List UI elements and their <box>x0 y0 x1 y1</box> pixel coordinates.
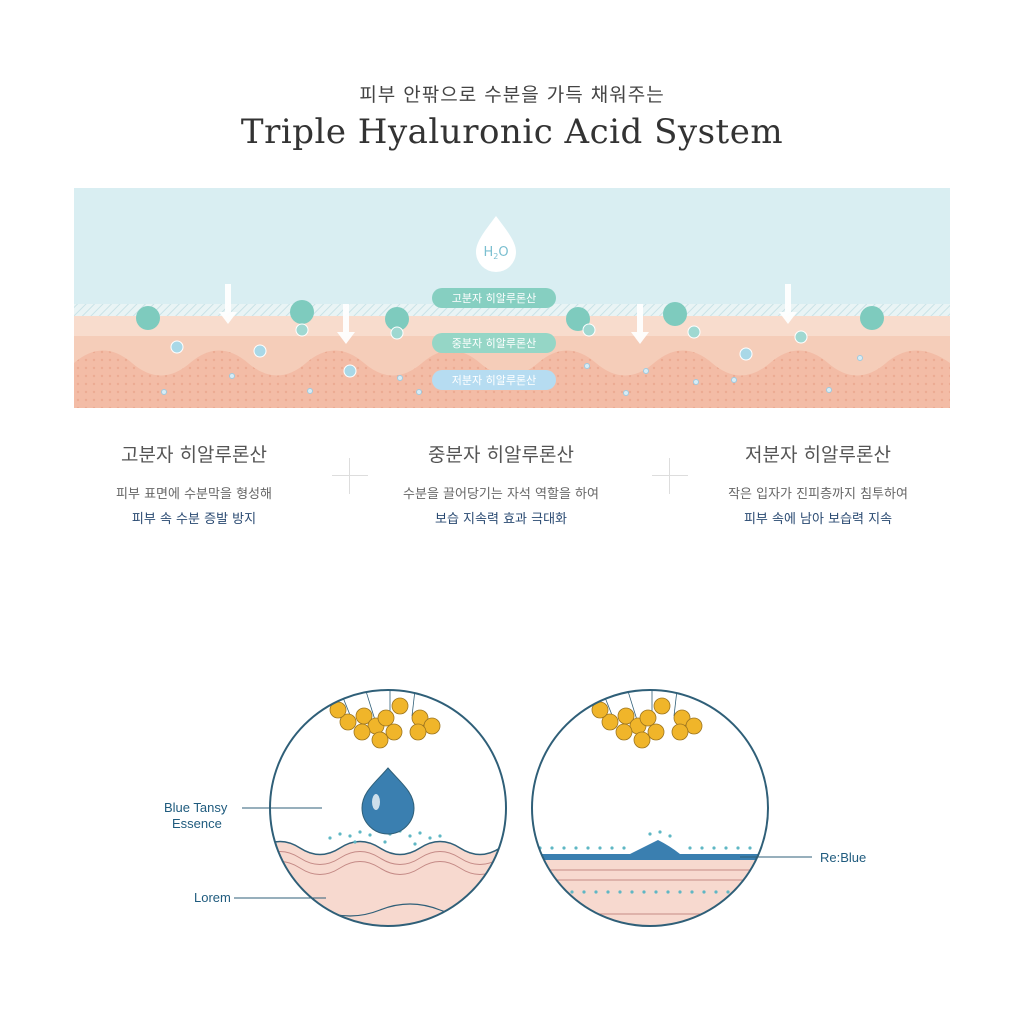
right-circle-content <box>532 690 768 926</box>
tansy-flower-icons <box>329 690 441 749</box>
essence-drop-icon <box>361 767 415 835</box>
essence-illustration <box>234 689 812 927</box>
svg-text:H2O: H2O <box>483 245 508 261</box>
column-desc: 수분을 끌어당기는 자석 역할을 하여 <box>403 487 599 502</box>
plus-divider-icon <box>332 458 368 494</box>
down-arrow-icons <box>219 284 797 344</box>
label-reblue: Re:Blue <box>820 850 867 865</box>
header-subtitle: 피부 안팎으로 수분을 가득 채워주는 <box>359 84 665 106</box>
mid-low-molecules <box>170 340 753 378</box>
label-low-mw: 저분자 히알루론산 <box>432 370 556 390</box>
column-low-mw: 저분자 히알루론산 작은 입자가 진피층까지 침투하여 피부 속에 남아 보습력… <box>668 440 968 527</box>
column-high-mw: 고분자 히알루론산 피부 표면에 수분막을 형성해 피부 속 수분 증발 방지 <box>44 440 344 527</box>
column-heading: 고분자 히알루론산 <box>121 444 267 466</box>
label-high-mw: 고분자 히알루론산 <box>432 288 556 308</box>
water-drop-icon <box>476 216 516 272</box>
column-highlight: 보습 지속력 효과 극대화 <box>435 512 567 527</box>
mid-mw-molecules <box>295 323 808 344</box>
column-heading: 저분자 히알루론산 <box>745 444 891 466</box>
plus-divider-icon <box>652 458 688 494</box>
tansy-flower-icons <box>591 690 703 749</box>
left-circle-content <box>270 690 506 926</box>
column-desc: 작은 입자가 진피층까지 침투하여 <box>728 487 908 502</box>
label-mid-mw: 중분자 히알루론산 <box>432 333 556 353</box>
column-mid-mw: 중분자 히알루론산 수분을 끌어당기는 자석 역할을 하여 보습 지속력 효과 … <box>351 440 651 527</box>
page-title: Triple Hyaluronic Acid System <box>240 112 784 152</box>
column-highlight: 피부 속 수분 증발 방지 <box>131 512 257 527</box>
svg-text:고분자 히알루론산: 고분자 히알루론산 <box>452 291 536 305</box>
label-lorem: Lorem <box>194 890 231 905</box>
svg-text:저분자 히알루론산: 저분자 히알루론산 <box>452 373 536 387</box>
high-mw-molecules <box>136 300 884 331</box>
column-heading: 중분자 히알루론산 <box>428 444 574 466</box>
svg-text:중분자 히알루론산: 중분자 히알루론산 <box>452 336 536 350</box>
label-blue-tansy-essence: Blue Tansy Essence <box>164 800 228 831</box>
column-desc: 피부 표면에 수분막을 형성해 <box>116 487 272 502</box>
column-highlight: 피부 속에 남아 보습력 지속 <box>743 512 893 527</box>
skin-layer-diagram: H2O 고분자 히알루론산 중분자 히알루론산 저분자 히알루론산 <box>74 188 950 408</box>
low-mw-molecules <box>161 355 863 396</box>
epidermis-top <box>74 316 950 336</box>
